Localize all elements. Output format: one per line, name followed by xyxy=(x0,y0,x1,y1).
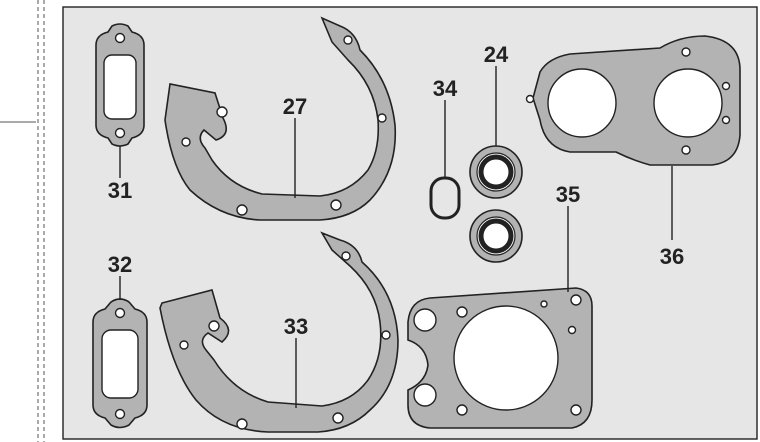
leader-lines xyxy=(119,66,673,408)
gasket-36-shape xyxy=(525,35,741,166)
seal-24-shape xyxy=(469,145,523,263)
gasket-32-shape xyxy=(92,298,148,429)
label-36: 36 xyxy=(660,244,684,269)
gasket-31-shape xyxy=(95,23,145,147)
gasket-33-shape xyxy=(159,231,399,433)
label-24: 24 xyxy=(484,42,509,67)
gasket-27-shape xyxy=(164,16,397,221)
label-27: 27 xyxy=(283,94,307,119)
label-31: 31 xyxy=(108,178,132,203)
label-34: 34 xyxy=(433,76,458,101)
label-32: 32 xyxy=(108,252,132,277)
label-35: 35 xyxy=(556,182,580,207)
callout-labels: 31 27 34 24 36 32 33 35 xyxy=(108,42,684,339)
gasket-35-shape xyxy=(407,287,593,429)
label-33: 33 xyxy=(284,314,308,339)
margin-guides xyxy=(0,0,45,442)
